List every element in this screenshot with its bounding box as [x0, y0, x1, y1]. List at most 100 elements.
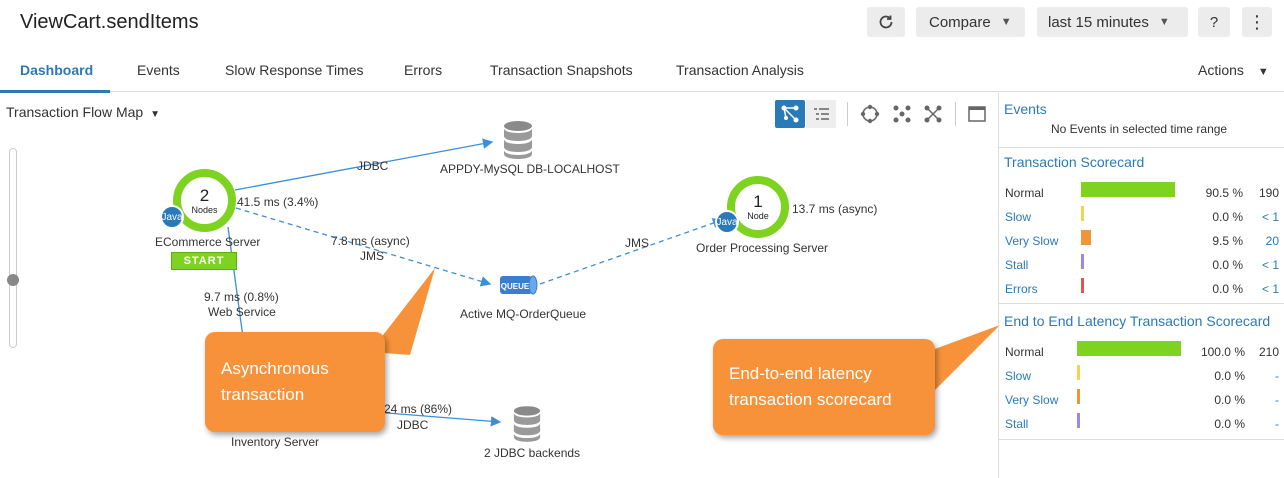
- async-transaction-callout: Asynchronous transaction: [205, 332, 385, 432]
- time-range-label: last 15 minutes: [1048, 13, 1149, 31]
- scorecard-row-label[interactable]: Stall: [1005, 417, 1029, 431]
- ecommerce-server-label: ECommerce Server: [155, 235, 261, 249]
- scorecard-percent: 0.0 %: [1214, 393, 1245, 407]
- graph-view-button[interactable]: [775, 100, 805, 128]
- scorecard-row-label[interactable]: Stall: [1005, 258, 1029, 272]
- scorecard-row[interactable]: Very Slow 0.0 % -: [999, 388, 1284, 412]
- scorecard-count[interactable]: -: [1275, 417, 1279, 431]
- flow-map-dropdown[interactable]: Transaction Flow Map ▼: [6, 104, 160, 120]
- order-processing-server-label: Order Processing Server: [696, 241, 829, 255]
- scorecard-bar: [1077, 389, 1080, 404]
- scorecard-percent: 90.5 %: [1205, 186, 1243, 200]
- ecommerce-server-node[interactable]: 2 Nodes: [173, 169, 236, 232]
- scorecard-count[interactable]: < 1: [1261, 210, 1279, 224]
- maximize-button[interactable]: [962, 100, 992, 128]
- zoom-slider-handle[interactable]: [7, 274, 19, 286]
- more-options-button[interactable]: ⋮: [1242, 7, 1272, 37]
- scorecard-bar: [1081, 182, 1175, 197]
- scorecard-bar: [1077, 413, 1080, 428]
- node-count: 2: [199, 185, 210, 205]
- callout-pointer: [370, 268, 435, 355]
- node-unit: Node: [747, 211, 769, 221]
- circle-layout-button[interactable]: [855, 100, 885, 128]
- scorecard-count[interactable]: < 1: [1261, 282, 1279, 296]
- tab-events[interactable]: Events: [137, 62, 180, 78]
- edge-ecommerce-queue: [235, 207, 492, 287]
- help-button[interactable]: ?: [1198, 7, 1230, 37]
- scorecard-count[interactable]: -: [1275, 369, 1279, 383]
- refresh-button[interactable]: [867, 7, 905, 37]
- tab-dashboard[interactable]: Dashboard: [20, 62, 94, 78]
- queue-badge-text: QUEUE: [501, 282, 530, 291]
- database-icon[interactable]: [502, 120, 534, 160]
- active-tab-indicator: [0, 90, 110, 93]
- scorecard-row-label: Normal: [1005, 186, 1044, 200]
- scorecard-percent: 100.0 %: [1200, 345, 1245, 359]
- callout-text: Asynchronous transaction: [221, 359, 329, 404]
- transaction-scorecard-title[interactable]: Transaction Scorecard: [1004, 154, 1145, 170]
- scorecard-row-label[interactable]: Errors: [1005, 282, 1038, 296]
- tab-transaction-snapshots[interactable]: Transaction Snapshots: [490, 62, 633, 78]
- scorecard-row-label[interactable]: Slow: [1005, 210, 1032, 224]
- compare-label: Compare: [929, 13, 991, 31]
- java-icon: Java: [715, 210, 739, 234]
- scorecard-count[interactable]: -: [1275, 393, 1279, 407]
- edge-label-async-time: 7.8 ms (async): [331, 234, 410, 248]
- edge-label-ecommerce-time: 41.5 ms (3.4%): [237, 195, 319, 209]
- java-icon: Java: [160, 205, 184, 229]
- compare-dropdown[interactable]: Compare ▼: [916, 7, 1025, 37]
- events-title[interactable]: Events: [1004, 101, 1047, 117]
- edge-label-jms: JMS: [625, 236, 649, 250]
- edge-label-ws-protocol: Web Service: [208, 305, 276, 319]
- actions-menu[interactable]: Actions ▼: [1198, 62, 1269, 78]
- scorecard-percent: 0.0 %: [1212, 258, 1243, 272]
- caret-down-icon: ▼: [150, 109, 160, 120]
- e2e-latency-callout: End-to-end latency transaction scorecard: [713, 339, 935, 435]
- scorecard-row-label[interactable]: Very Slow: [1005, 234, 1059, 248]
- tree-layout-button[interactable]: [918, 100, 948, 128]
- scorecard-bar: [1077, 341, 1181, 356]
- scorecard-count[interactable]: 20: [1265, 234, 1279, 248]
- edge-label-order-time: 13.7 ms (async): [792, 202, 878, 216]
- scorecard-row[interactable]: Errors 0.0 % < 1: [999, 277, 1284, 301]
- scorecard-count[interactable]: < 1: [1261, 258, 1279, 272]
- scorecard-row-label: Normal: [1005, 345, 1044, 359]
- tree-layout-icon: [924, 105, 942, 123]
- scorecard-percent: 9.5 %: [1212, 234, 1243, 248]
- tab-bar: Dashboard Events Slow Response Times Err…: [0, 48, 1284, 93]
- tab-transaction-analysis[interactable]: Transaction Analysis: [676, 62, 804, 78]
- time-range-dropdown[interactable]: last 15 minutes ▼: [1037, 7, 1188, 37]
- edge-queue-order: [539, 218, 724, 285]
- scorecard-row-label[interactable]: Slow: [1005, 369, 1032, 383]
- cluster-layout-button[interactable]: [887, 100, 917, 128]
- scorecard-count: 210: [1258, 345, 1279, 359]
- refresh-icon: [879, 15, 893, 29]
- queue-icon[interactable]: QUEUE: [500, 275, 538, 295]
- list-view-button[interactable]: [806, 100, 836, 128]
- database-icon[interactable]: [512, 405, 542, 443]
- edge-label-async-protocol: JMS: [360, 249, 384, 263]
- flow-map-title: Transaction Flow Map: [6, 104, 144, 120]
- tab-slow-response-times[interactable]: Slow Response Times: [225, 62, 364, 78]
- node-unit: Nodes: [191, 204, 218, 215]
- edge-label-ws-time: 9.7 ms (0.8%): [204, 290, 279, 304]
- node-count: 1: [753, 192, 763, 211]
- scorecard-row-label[interactable]: Very Slow: [1005, 393, 1059, 407]
- help-icon: ?: [1209, 13, 1219, 31]
- more-vertical-icon: ⋮: [1248, 11, 1266, 32]
- e2e-scorecard-title[interactable]: End to End Latency Transaction Scorecard: [1004, 313, 1271, 329]
- queue-node-label: Active MQ-OrderQueue: [460, 307, 587, 321]
- scorecard-bar: [1081, 254, 1084, 269]
- scorecard-row[interactable]: Very Slow 9.5 % 20: [999, 229, 1284, 253]
- edge-ecommerce-db: [234, 138, 494, 191]
- tab-errors[interactable]: Errors: [404, 62, 443, 78]
- zoom-slider-track[interactable]: [9, 148, 17, 348]
- chevron-down-icon: ▼: [1257, 66, 1269, 78]
- scorecard-row[interactable]: Stall 0.0 % < 1: [999, 253, 1284, 277]
- scorecard-percent: 0.0 %: [1212, 282, 1243, 296]
- callout-text: End-to-end latency transaction scorecard: [729, 364, 892, 409]
